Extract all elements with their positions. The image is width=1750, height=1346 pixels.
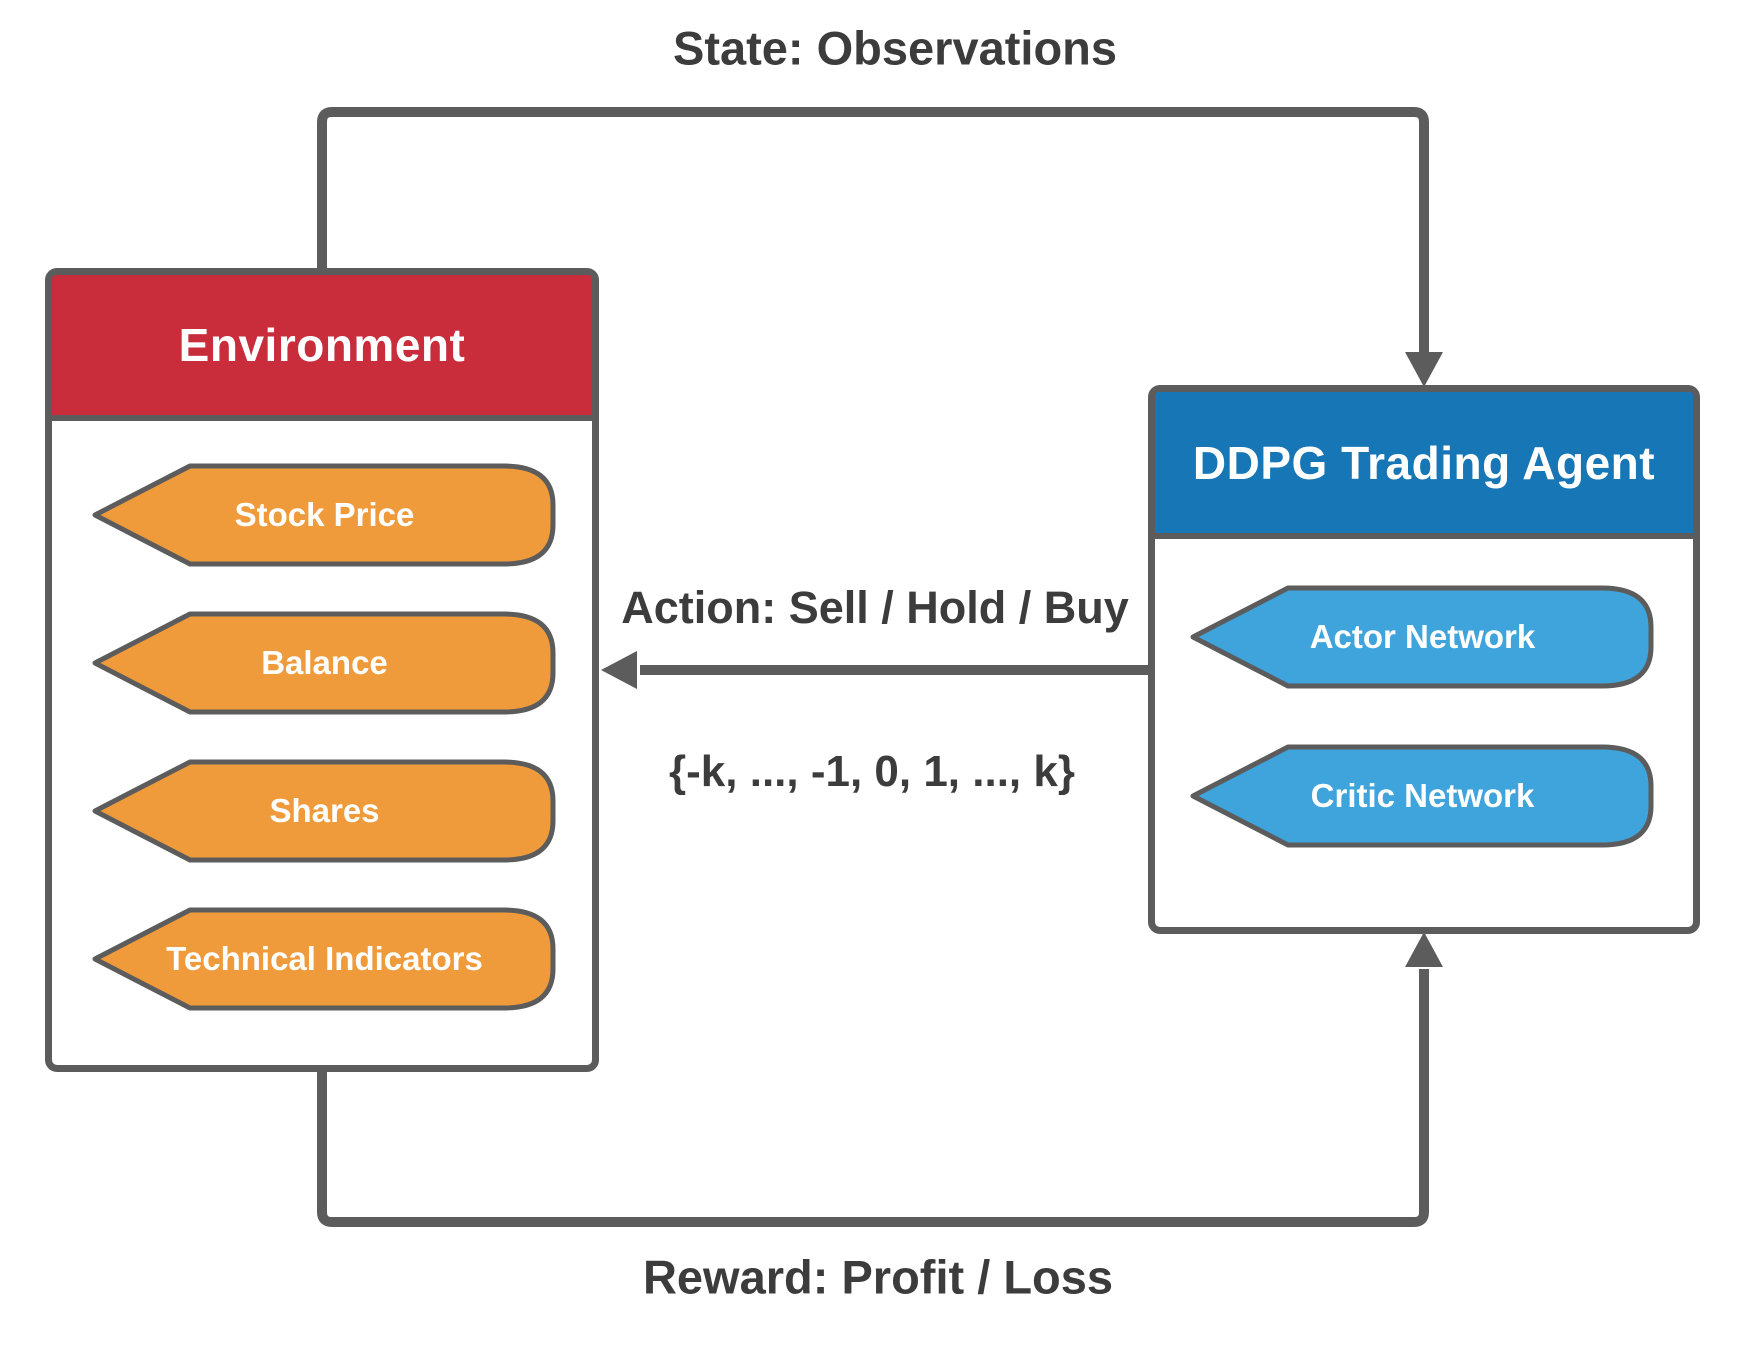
arrowhead-down-icon: [1405, 352, 1443, 387]
action-set-label: {-k, ..., -1, 0, 1, ..., k}: [669, 747, 1075, 796]
env-item-label: Shares: [269, 792, 380, 829]
pennant-shape-icon: [92, 907, 556, 1011]
agent-item-label: Actor Network: [1309, 618, 1536, 655]
environment-title: Environment: [178, 319, 466, 371]
pennant-shape-icon: [92, 611, 556, 715]
pennant-shape-icon: [92, 463, 556, 567]
reward-label: Reward: Profit / Loss: [642, 1250, 1114, 1304]
pennant-shape-icon: [92, 759, 556, 863]
agent-title: DDPG Trading Agent: [1192, 436, 1656, 489]
state-connector-line: [317, 107, 1429, 352]
pennant-shape-icon: [1190, 585, 1654, 689]
state-observations-label: State: Observations: [672, 21, 1118, 75]
env-item-balance: Balance: [92, 609, 557, 717]
env-item-shares: Shares: [92, 757, 557, 865]
env-item-label: Stock Price: [234, 496, 415, 533]
agent-header: DDPG Trading Agent: [1155, 392, 1693, 539]
agent-item-actor-network: Actor Network: [1190, 583, 1655, 691]
pennant-shape-icon: [1190, 744, 1654, 848]
env-item-label: Balance: [261, 644, 388, 681]
reward-connector-line: [317, 969, 1429, 1227]
env-item-stock-price: Stock Price: [92, 461, 557, 569]
arrowhead-up-icon: [1405, 932, 1443, 967]
env-item-label: Technical Indicators: [166, 940, 483, 977]
env-item-technical-indicators: Technical Indicators: [92, 905, 557, 1013]
arrowhead-left-icon: [601, 651, 637, 689]
agent-item-critic-network: Critic Network: [1190, 742, 1655, 850]
environment-header: Environment: [52, 275, 592, 421]
agent-item-label: Critic Network: [1310, 777, 1535, 814]
action-label: Action: Sell / Hold / Buy: [621, 582, 1129, 633]
